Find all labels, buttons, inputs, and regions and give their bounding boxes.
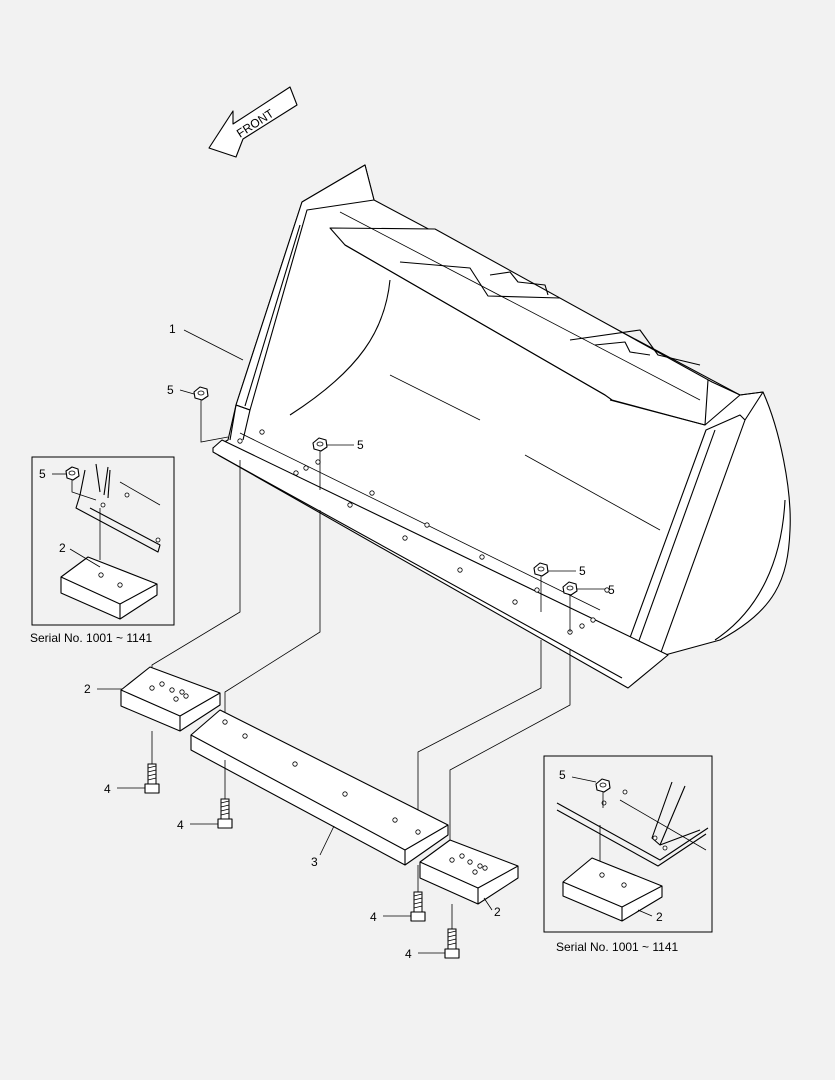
callout-5: 5 bbox=[167, 383, 174, 397]
nut-icon bbox=[562, 581, 578, 596]
inset-caption-right: Serial No. 1001 ~ 1141 bbox=[556, 940, 679, 954]
callout-2: 2 bbox=[84, 682, 91, 696]
callout-2: 2 bbox=[494, 905, 501, 919]
callout-1: 1 bbox=[169, 322, 176, 336]
callout-5: 5 bbox=[357, 438, 364, 452]
callout-4: 4 bbox=[177, 818, 184, 832]
callout-4: 4 bbox=[370, 910, 377, 924]
callout-5: 5 bbox=[608, 583, 615, 597]
bolt-icon bbox=[444, 928, 460, 959]
callout-3: 3 bbox=[311, 855, 318, 869]
bolt-icon bbox=[217, 798, 233, 829]
callout-4: 4 bbox=[405, 947, 412, 961]
callout-leaders bbox=[52, 329, 653, 954]
cutting-edge-bar bbox=[190, 709, 449, 866]
callout-5: 5 bbox=[39, 467, 46, 481]
callout-4: 4 bbox=[104, 782, 111, 796]
bolt-icon bbox=[144, 763, 160, 794]
callout-5: 5 bbox=[579, 564, 586, 578]
bolt-icon bbox=[410, 891, 426, 922]
callout-5: 5 bbox=[559, 768, 566, 782]
nut-icon bbox=[533, 562, 549, 577]
cutting-edge-holes bbox=[237, 429, 610, 635]
inset-detail-right bbox=[543, 755, 713, 933]
bucket bbox=[212, 164, 791, 689]
wear-pad bbox=[120, 666, 221, 732]
nut-icon bbox=[312, 437, 328, 452]
callout-2: 2 bbox=[656, 910, 663, 924]
front-direction-arrow-icon: FRONT bbox=[208, 86, 298, 158]
inset-caption-left: Serial No. 1001 ~ 1141 bbox=[30, 631, 153, 645]
wear-pad bbox=[419, 839, 519, 905]
inset-detail-left bbox=[31, 456, 175, 626]
nut-icon bbox=[193, 386, 209, 401]
callout-2: 2 bbox=[59, 541, 66, 555]
